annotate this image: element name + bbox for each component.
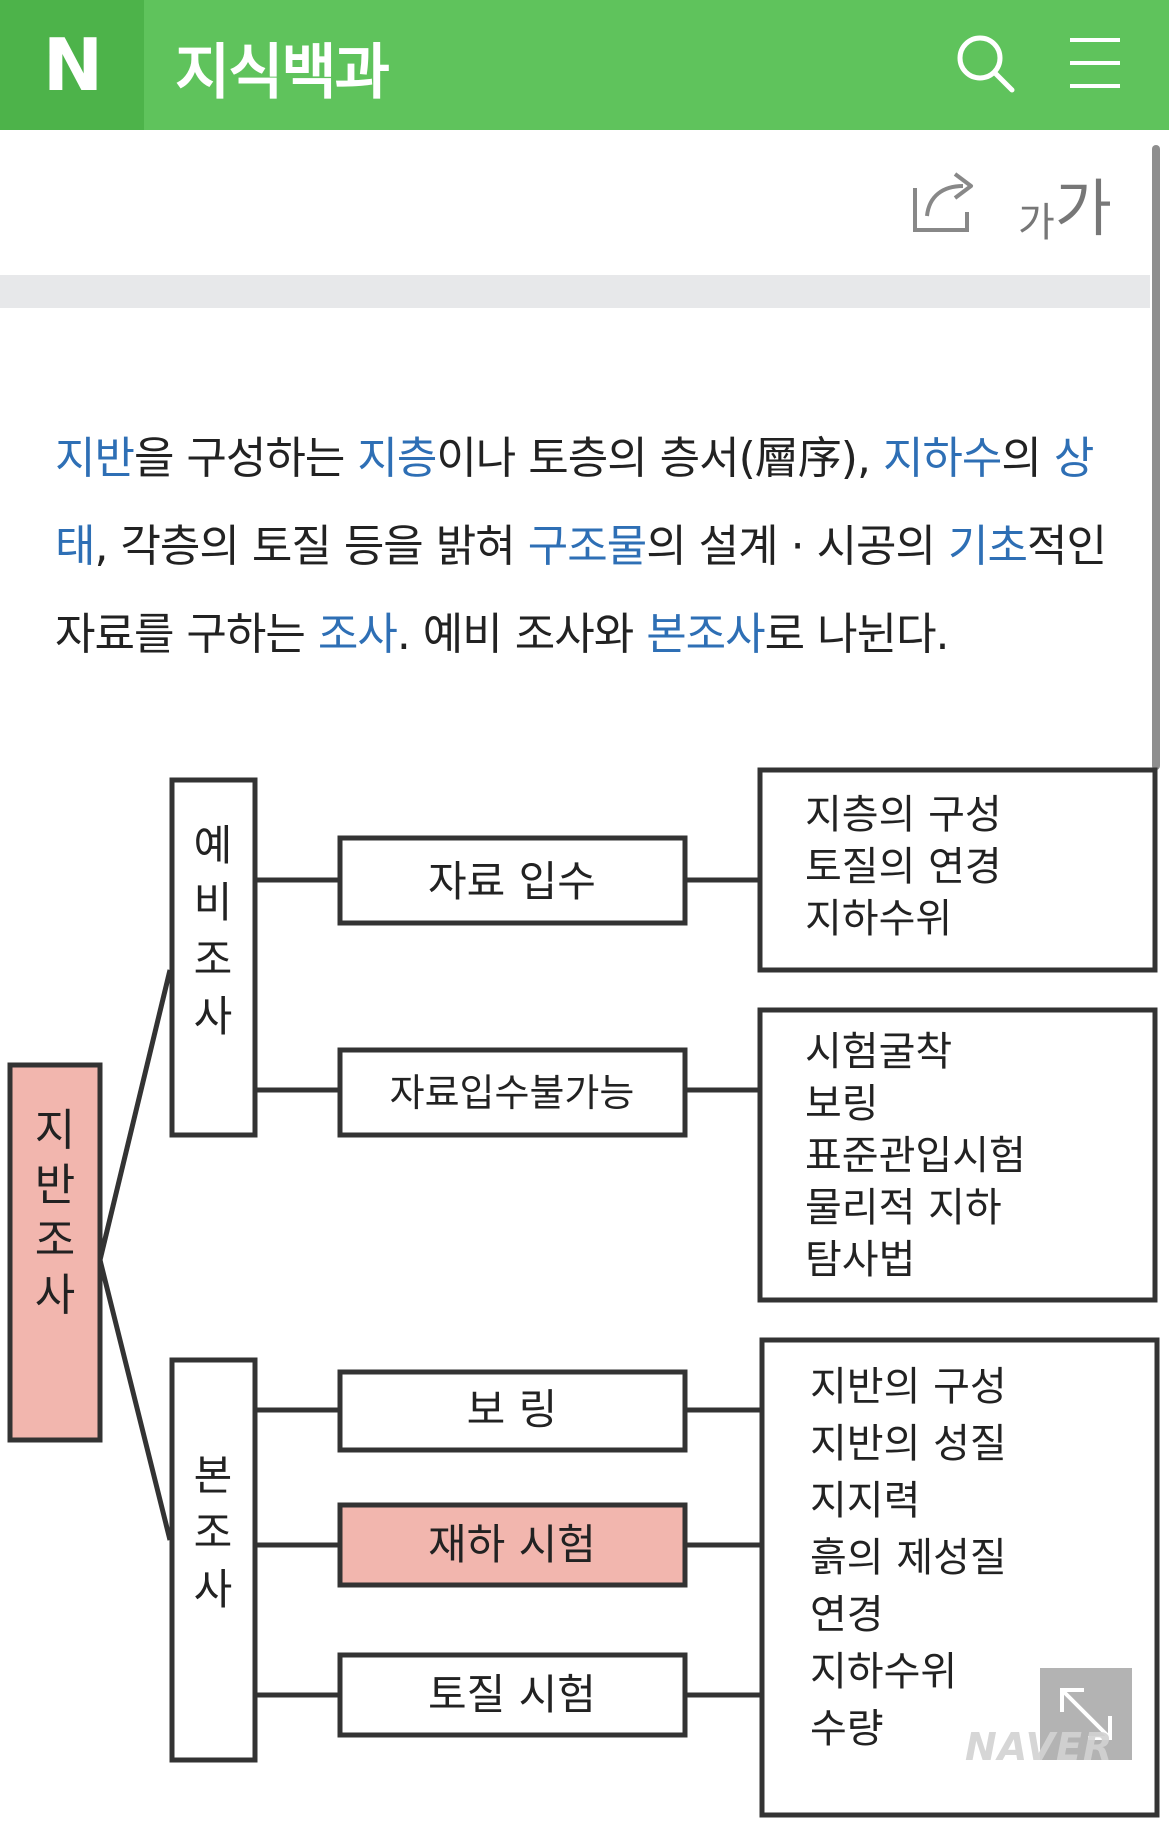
share-icon [913,172,973,232]
share-button[interactable] [905,160,985,240]
article-body: 지반을 구성하는 지층이나 토층의 층서(層序), 지하수의 상태, 각층의 토… [55,415,1115,679]
detail-item: 물리적 지하 [805,1185,1002,1231]
boring-label: 보 링 [467,1385,558,1434]
page-title[interactable]: 지식백과 [175,38,390,108]
article-text: 이나 토층의 층서(層序), [436,433,883,484]
detail-item: 토질의 연경 [805,844,1002,890]
article-toolbar: 가가 [0,130,1169,275]
root-char: 조 [35,1215,75,1266]
detail-box-acquisition [757,767,1158,973]
root-box [7,1062,103,1443]
detail-item: 시험굴착 [805,1029,952,1075]
detail-item: 지층의 구성 [805,792,1002,838]
branch-char: 예 [194,821,233,870]
expand-icon [1060,1688,1112,1740]
search-icon [957,35,1015,93]
detail-item: 연경 [810,1592,884,1638]
scrollbar[interactable] [1152,145,1160,770]
article-link[interactable]: 조사 [317,609,398,660]
naver-watermark: NAVER [965,1725,1114,1769]
article-text: 의 설계 · 시공의 [646,521,948,572]
soil-test-box [337,1652,688,1738]
app-header: N 지식백과 [0,0,1169,130]
main-survey-box [169,1357,258,1763]
branch-char: 조 [194,935,233,984]
detail-item: 지반의 성질 [810,1421,1007,1467]
article-link[interactable]: 기초 [948,521,1028,572]
detail-item: 지하수위 [805,896,952,942]
menu-icon [1070,38,1120,88]
load-test-box [337,1502,688,1588]
branch-char: 사 [194,992,233,1041]
article-text: 적인 자료를 구하는 [55,521,1107,660]
section-divider [0,275,1150,308]
naver-logo[interactable]: N [0,0,144,130]
logo-letter: N [42,23,103,107]
article-text: 을 구성하는 [133,433,358,484]
root-char: 사 [35,1270,75,1321]
menu-button[interactable] [1060,28,1130,98]
article-text: . 예비 조사와 [396,609,647,660]
data-acquisition-label: 자료 입수 [428,857,596,906]
detail-item: 흙의 제성질 [810,1535,1007,1581]
branch-char: 본 [194,1451,233,1500]
detail-item: 수량 [810,1706,884,1752]
detail-item: 지지력 [810,1478,920,1524]
detail-item: 표준관입시험 [805,1133,1026,1179]
diagram-connectors [97,877,762,1698]
font-large-label: 가 [1054,172,1112,245]
article-text: , 각층의 토질 등을 밝혀 [94,521,528,572]
article-link[interactable]: 본조사 [646,609,765,660]
article-text: 로 나뉜다. [764,609,950,660]
article-link[interactable]: 구조물 [527,521,647,572]
article-link[interactable]: 상태 [55,433,1094,572]
root-char: 지 [35,1105,75,1156]
data-unavailable-box [337,1047,688,1138]
search-button[interactable] [950,28,1020,98]
boring-box [337,1369,688,1453]
detail-item: 보링 [805,1081,879,1127]
branch-char: 조 [194,1508,233,1557]
load-test-label: 재하 시험 [428,1520,596,1569]
article-link[interactable]: 지층 [357,433,437,484]
font-small-label: 가 [1018,200,1055,246]
detail-box-unavailable [757,1007,1158,1303]
article-text: 의 [1001,433,1054,484]
article-link[interactable]: 지반 [55,433,135,484]
branch-char: 사 [194,1565,233,1614]
article-link[interactable]: 지하수 [882,433,1002,484]
detail-item: 지하수위 [810,1649,957,1695]
font-size-button[interactable]: 가가 [1018,158,1112,246]
preliminary-survey-box [169,777,258,1138]
soil-test-label: 토질 시험 [428,1670,596,1719]
detail-item: 지반의 구성 [810,1364,1007,1410]
detail-item: 탐사법 [805,1237,915,1283]
root-char: 반 [35,1160,75,1211]
main-survey-label: 본조사 [194,1451,233,1614]
expand-image-button[interactable] [1040,1668,1132,1760]
branch-char: 비 [194,878,233,927]
data-unavailable-label: 자료입수불가능 [390,1071,635,1115]
data-acquisition-box [337,835,688,926]
